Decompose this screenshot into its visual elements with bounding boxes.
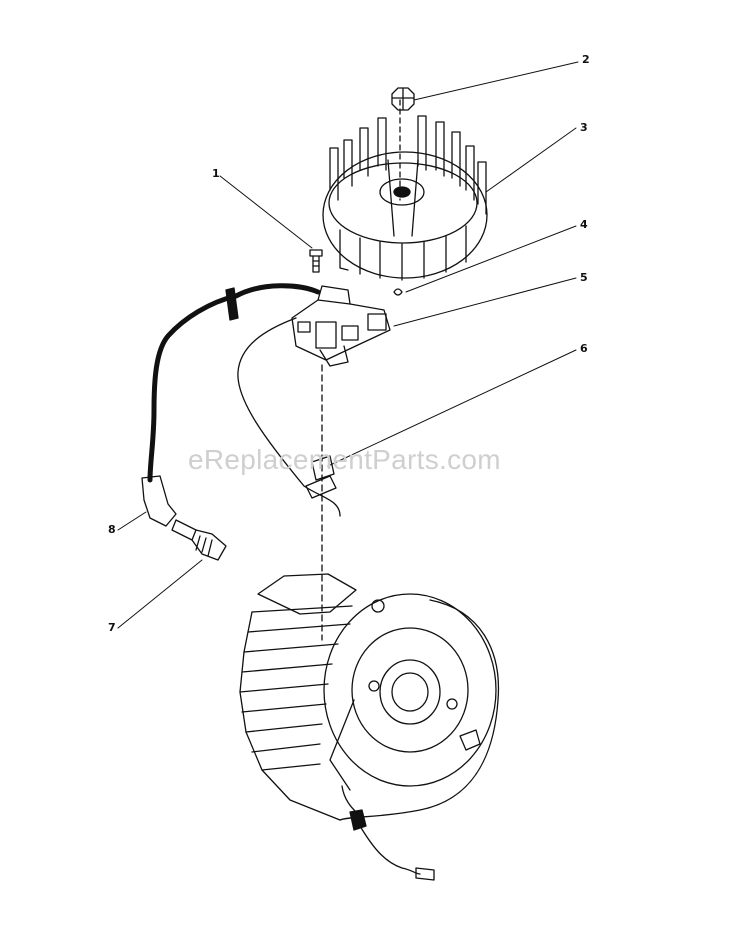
callout-1: 1 (212, 167, 220, 180)
key-part (393, 288, 403, 296)
callout-6: 6 (580, 342, 588, 355)
callout-3: 3 (580, 121, 588, 134)
wire-clip-part (305, 455, 337, 499)
spark-plug-part (171, 519, 227, 561)
nut-part (391, 87, 415, 111)
stop-wire-part (341, 785, 435, 881)
screw-part (309, 249, 323, 273)
leader-lines (117, 61, 579, 629)
ground-wire (237, 317, 341, 517)
callout-7: 7 (108, 621, 116, 634)
ignition-module-part (291, 285, 391, 367)
flywheel-part (322, 115, 488, 281)
callout-8: 8 (108, 523, 116, 536)
callout-5: 5 (580, 271, 588, 284)
spark-plug-wire-part (141, 283, 321, 527)
watermark-text: eReplacementParts.com (188, 444, 501, 475)
callout-4: 4 (580, 218, 588, 231)
callout-2: 2 (582, 53, 590, 66)
engine-block-part (239, 573, 500, 821)
